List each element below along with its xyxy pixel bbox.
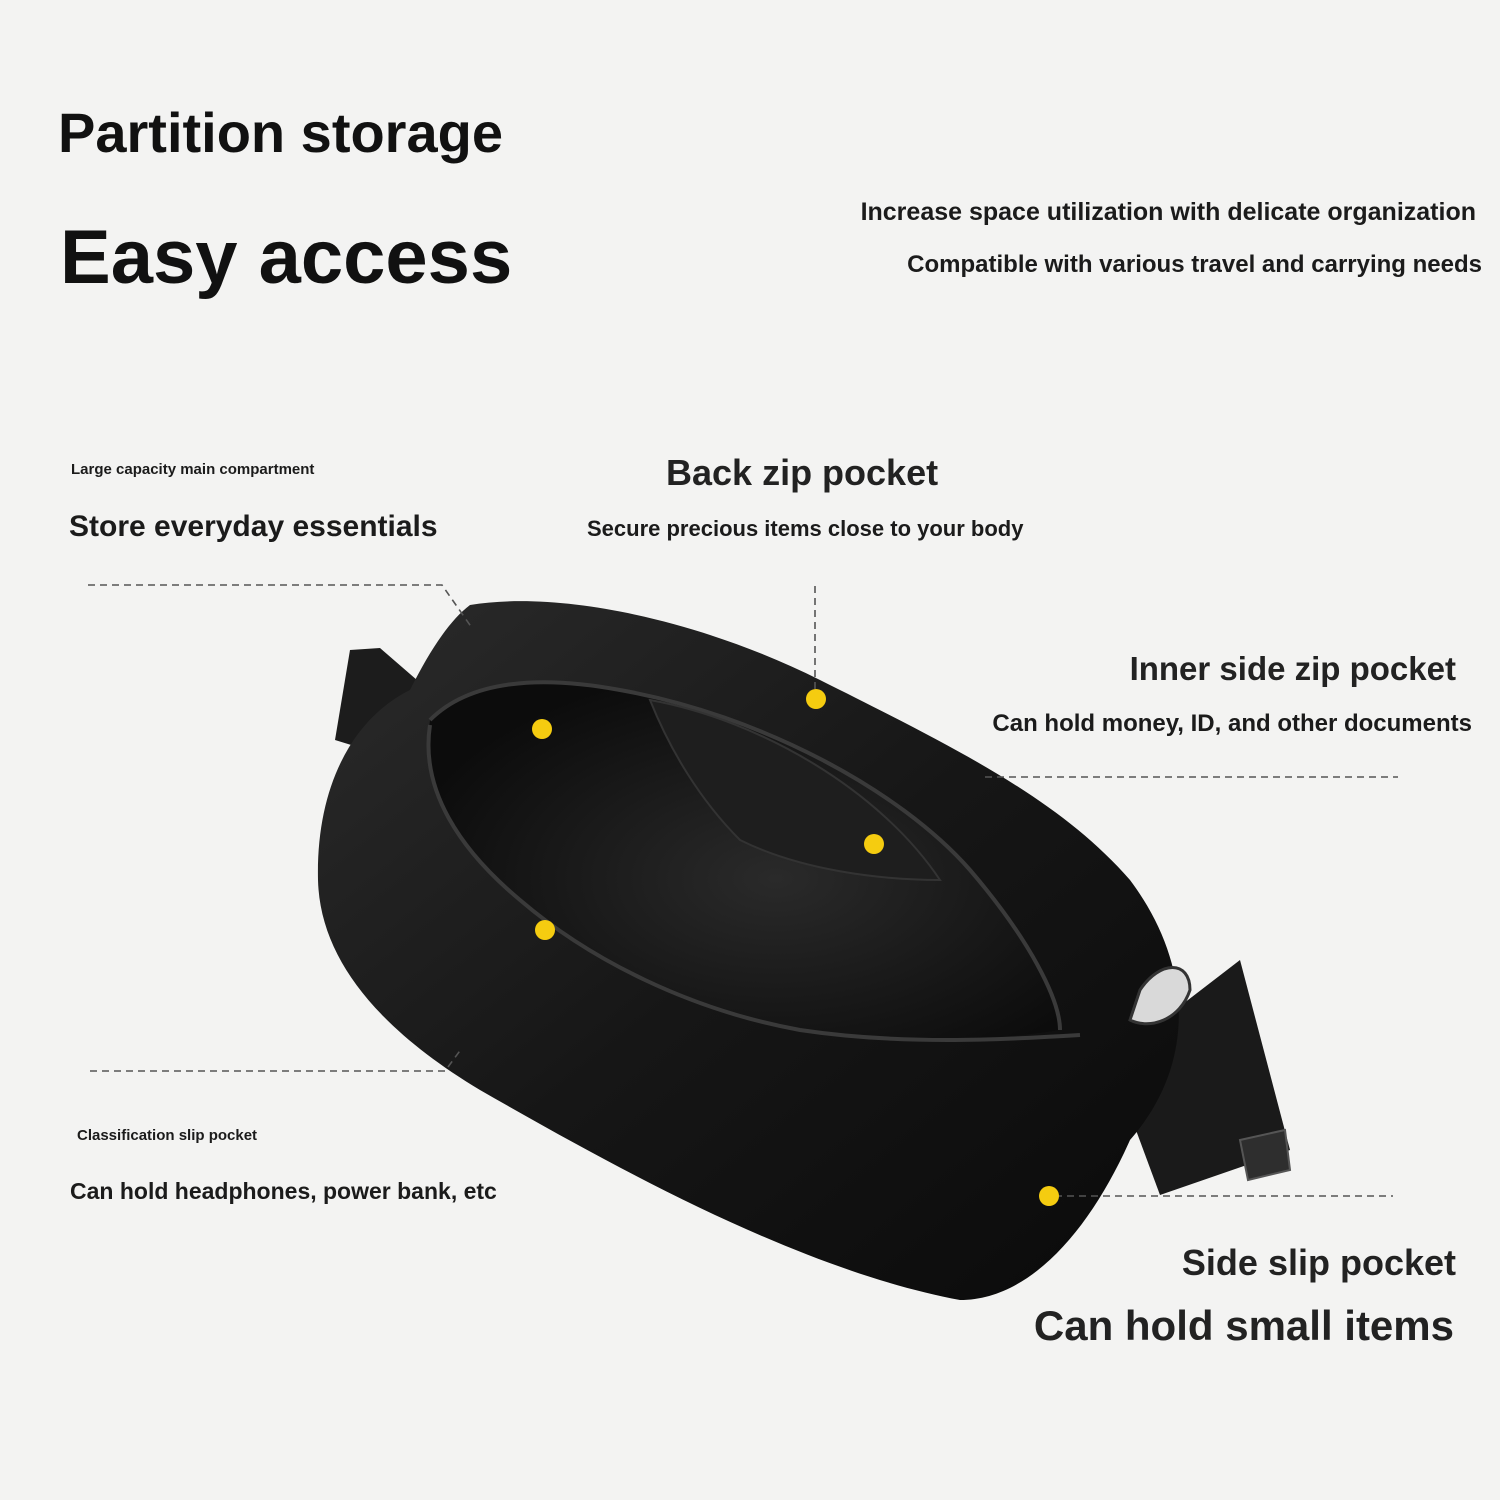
page-subtitle: Easy access [60, 215, 513, 300]
callout-back-zip-pocket-label: Back zip pocket [666, 452, 939, 493]
marker-main-compartment [532, 719, 552, 739]
leader-lines [88, 584, 1398, 1197]
marker-inner-side-zip-pocket [864, 834, 884, 854]
callout-back-zip-pocket-description: Secure precious items close to your body [587, 516, 1024, 541]
pocket-markers [532, 689, 1059, 1206]
strap-buckle [1238, 1128, 1292, 1182]
tagline-travel: Compatible with various travel and carry… [907, 251, 1482, 278]
marker-classification-slip-pocket [535, 920, 555, 940]
callout-main-compartment-description: Store everyday essentials [69, 510, 438, 543]
zipper-pull [1128, 966, 1192, 1026]
bag-opening [428, 682, 1060, 1040]
inner-pocket [648, 698, 942, 882]
callout-main-compartment-label: Large capacity main compartment [71, 461, 315, 478]
callout-classification-slip-pocket-description: Can hold headphones, power bank, etc [70, 1178, 497, 1204]
callout-side-slip-pocket-label: Side slip pocket [1181, 1242, 1456, 1283]
page-title: Partition storage [58, 101, 503, 164]
callout-side-slip-pocket-description: Can hold small items [1033, 1302, 1454, 1349]
right-strap [1110, 960, 1290, 1195]
callout-inner-side-zip-pocket-label: Inner side zip pocket [1129, 650, 1456, 687]
marker-side-slip-pocket [1039, 1186, 1059, 1206]
tagline-organization: Increase space utilization with delicate… [860, 198, 1476, 226]
callout-inner-side-zip-pocket-description: Can hold money, ID, and other documents [992, 710, 1472, 737]
callout-classification-slip-pocket-label: Classification slip pocket [77, 1127, 258, 1144]
marker-back-zip-pocket [806, 689, 826, 709]
